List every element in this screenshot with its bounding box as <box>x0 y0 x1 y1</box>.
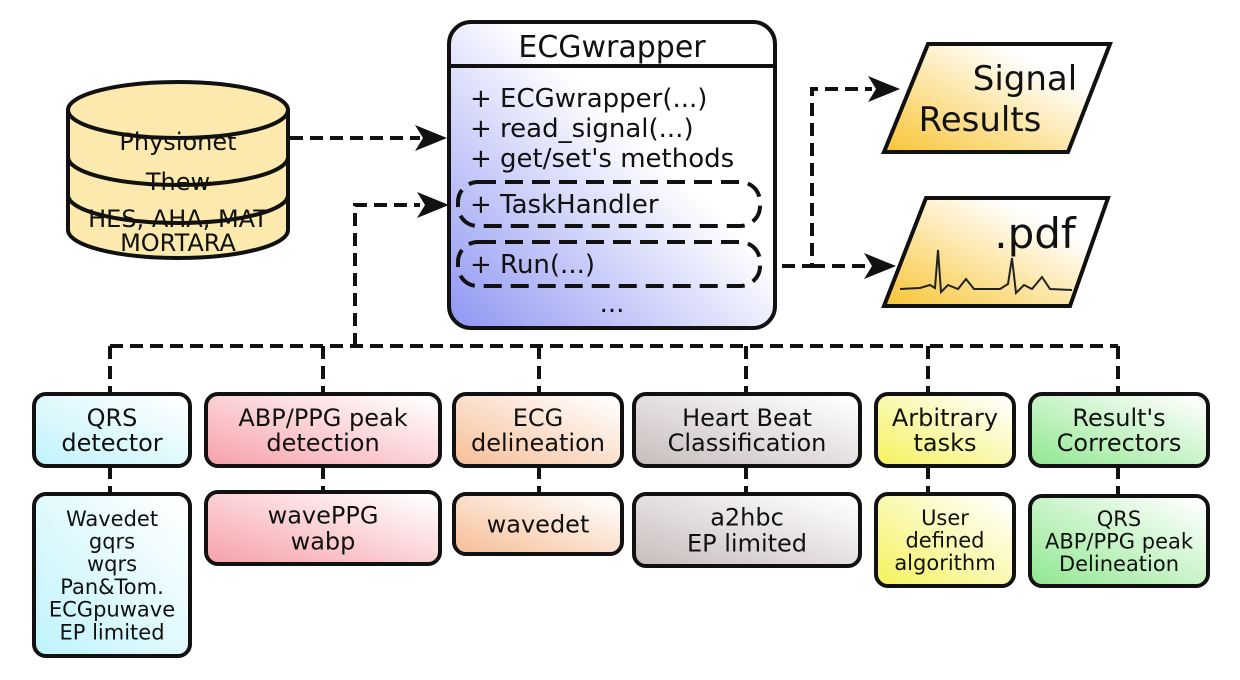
algorithm-item: EP limited <box>687 530 807 558</box>
task-title-line: QRS <box>87 404 138 432</box>
taskhandler-highlight <box>456 180 762 228</box>
algorithm-item: Delineation <box>1059 552 1179 576</box>
algorithm-list-box <box>452 492 624 556</box>
algorithm-item: wavedet <box>487 511 590 539</box>
wrapper-run: + Run(...) <box>470 250 595 280</box>
database-source-label: MORTARA <box>120 229 236 257</box>
algorithm-item: ABP/PPG peak <box>1045 530 1194 554</box>
algorithm-item: User <box>921 506 969 530</box>
task-header-box <box>632 392 862 468</box>
ecgwrapper-class-box: ECGwrapper + ECGwrapper(...) + read_sign… <box>447 20 777 330</box>
signal-results-label: Results <box>919 100 1042 140</box>
arrowhead-icon <box>415 125 447 151</box>
algorithm-list-box <box>204 490 442 566</box>
algorithm-item: a2hbc <box>710 504 784 532</box>
connectors <box>108 76 1120 496</box>
connector-bus-to-taskhandler <box>353 203 420 346</box>
wrapper-member: + ECGwrapper(...) <box>470 84 707 114</box>
wrapper-taskhandler: + TaskHandler <box>470 190 659 220</box>
task-title-line: Arbitrary <box>892 404 998 432</box>
algorithm-item: wqrs <box>87 552 137 576</box>
signal-results-output: Signal Results <box>881 42 1113 154</box>
run-highlight <box>456 240 762 288</box>
algorithm-list-box <box>32 492 192 658</box>
task-header-box <box>1028 392 1210 468</box>
arrowhead-icon <box>417 192 449 218</box>
algorithm-item: ECGpuwave <box>49 598 175 622</box>
task-header-box <box>452 392 624 468</box>
task-header-box <box>204 392 442 468</box>
arrowhead-icon <box>864 253 896 279</box>
wrapper-member: + get/set's methods <box>470 144 734 174</box>
task-header-box <box>32 392 192 468</box>
task-title-line: ECG <box>513 404 564 432</box>
task-qrs-detector: QRSdetectorWavedetgqrswqrsPan&Tom.ECGpuw… <box>32 392 192 658</box>
wrapper-member: + read_signal(...) <box>470 114 694 144</box>
wrapper-more: ... <box>600 289 625 319</box>
algorithm-item: Pan&Tom. <box>60 575 164 599</box>
task-title-line: detector <box>61 429 162 457</box>
ecg-trace-icon <box>899 249 1073 296</box>
database-source-label: Physionet <box>119 128 236 156</box>
task-title-line: Classification <box>668 429 827 457</box>
connector-run-to-outputs <box>762 87 872 268</box>
database-source-label: HES, AHA, MAT <box>88 205 268 233</box>
wrapper-title: ECGwrapper <box>518 30 706 65</box>
task-title-line: ABP/PPG peak <box>238 404 407 432</box>
task-title-line: Heart Beat <box>682 404 812 432</box>
pdf-label: .pdf <box>994 209 1077 258</box>
algorithm-item: EP limited <box>59 620 164 644</box>
task-title-line: Correctors <box>1057 429 1182 457</box>
algorithm-item: wabp <box>291 528 356 556</box>
task-title-line: delineation <box>471 429 605 457</box>
algorithm-list-box <box>632 492 862 568</box>
algorithm-item: QRS <box>1097 507 1141 531</box>
arrowhead-icon <box>868 76 900 102</box>
database-cylinder: Physionet Thew HES, AHA, MAT MORTARA <box>66 80 290 260</box>
algorithm-item: defined <box>905 529 984 553</box>
task-title-line: Result's <box>1072 404 1165 432</box>
algorithm-item: Wavedet <box>66 507 158 531</box>
task-header-box <box>874 392 1016 468</box>
task-title-line: tasks <box>913 429 976 457</box>
algorithm-list-box <box>874 492 1016 588</box>
pdf-report-output: .pdf <box>881 196 1111 308</box>
database-source-label: Thew <box>145 168 210 196</box>
algorithm-item: wavePPG <box>268 502 379 530</box>
algorithm-item: gqrs <box>89 530 135 554</box>
signal-results-label: Signal <box>973 59 1077 99</box>
task-modules: QRSdetectorWavedetgqrswqrsPan&Tom.ECGpuw… <box>32 392 1210 658</box>
algorithm-item: algorithm <box>894 551 995 575</box>
algorithm-list-box <box>1028 494 1210 588</box>
task-title-line: detection <box>266 429 379 457</box>
